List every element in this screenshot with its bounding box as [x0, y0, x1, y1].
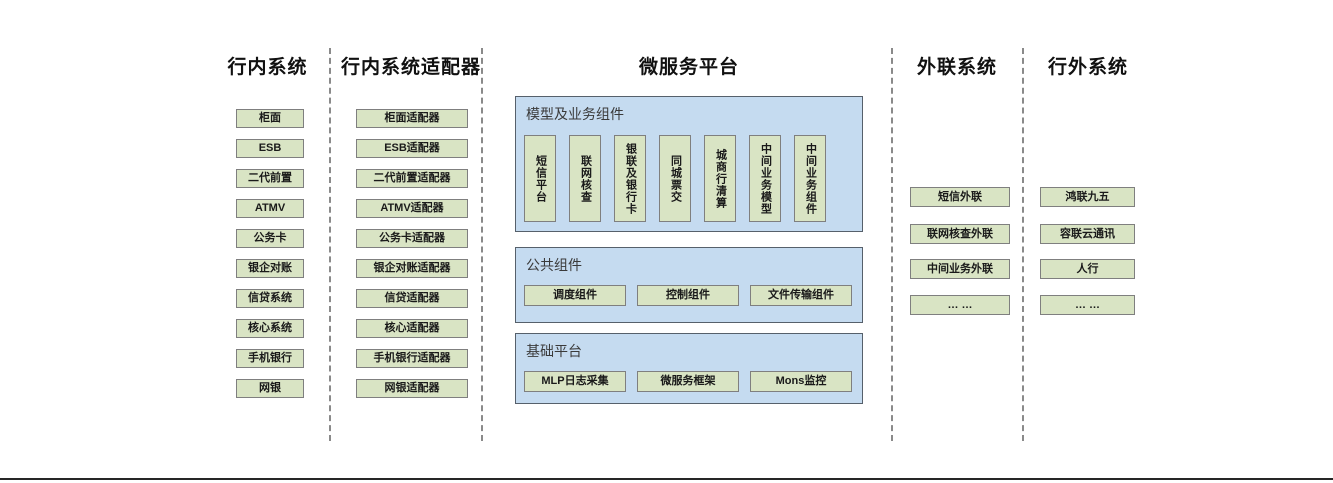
- node-adapter-gongwuka[interactable]: 公务卡适配器: [356, 229, 468, 248]
- node-internal-gongwuka[interactable]: 公务卡: [236, 229, 304, 248]
- node-intermediary-model[interactable]: 中间业务模型: [749, 135, 781, 222]
- column-title-internal-systems: 行内系统: [227, 57, 308, 78]
- node-network-verification[interactable]: 联网核查: [569, 135, 601, 222]
- node-city-bank-clearing[interactable]: 城商行清算: [704, 135, 736, 222]
- node-sms-platform[interactable]: 短信平台: [524, 135, 556, 222]
- column-divider-1: [329, 48, 331, 441]
- node-mons-monitoring[interactable]: Mons监控: [750, 371, 852, 392]
- node-internal-hexin[interactable]: 核心系统: [236, 319, 304, 338]
- node-internal-yinqiduizhang[interactable]: 银企对账: [236, 259, 304, 278]
- node-adapter-wangyin[interactable]: 网银适配器: [356, 379, 468, 398]
- node-internal-shoujiyinhang[interactable]: 手机银行: [236, 349, 304, 368]
- node-internal-atmv[interactable]: ATMV: [236, 199, 304, 218]
- column-title-microservice-platform: 微服务平台: [638, 57, 739, 78]
- node-unionpay-bankcard[interactable]: 银联及银行卡: [614, 135, 646, 222]
- node-control-component[interactable]: 控制组件: [637, 285, 739, 306]
- node-adapter-hexin[interactable]: 核心适配器: [356, 319, 468, 338]
- column-divider-4: [1022, 48, 1024, 441]
- node-internal-guimian[interactable]: 柜面: [236, 109, 304, 128]
- node-mlp-log-collection[interactable]: MLP日志采集: [524, 371, 626, 392]
- panel-base-platform: 基础平台: [515, 333, 863, 404]
- node-adapter-guimian[interactable]: 柜面适配器: [356, 109, 468, 128]
- node-internal-wangyin[interactable]: 网银: [236, 379, 304, 398]
- node-adapter-atmv[interactable]: ATMV适配器: [356, 199, 468, 218]
- node-intermediary-component[interactable]: 中间业务组件: [794, 135, 826, 222]
- column-title-outside-bank-systems: 行外系统: [1047, 57, 1128, 78]
- node-adapter-shoujiyinhang[interactable]: 手机银行适配器: [356, 349, 468, 368]
- node-internal-esb[interactable]: ESB: [236, 139, 304, 158]
- node-adapter-yinqiduizhang[interactable]: 银企对账适配器: [356, 259, 468, 278]
- node-adapter-erdaiqianzhi[interactable]: 二代前置适配器: [356, 169, 468, 188]
- node-adapter-esb[interactable]: ESB适配器: [356, 139, 468, 158]
- column-divider-3: [891, 48, 893, 441]
- node-scheduling-component[interactable]: 调度组件: [524, 285, 626, 306]
- node-outside-pboc[interactable]: 人行: [1040, 259, 1135, 279]
- node-external-sms[interactable]: 短信外联: [910, 187, 1010, 207]
- node-external-network-verify[interactable]: 联网核查外联: [910, 224, 1010, 244]
- node-microservice-framework[interactable]: 微服务框架: [637, 371, 739, 392]
- node-local-bill-exchange[interactable]: 同城票交: [659, 135, 691, 222]
- node-adapter-xindai[interactable]: 信贷适配器: [356, 289, 468, 308]
- node-outside-ronglian[interactable]: 容联云通讯: [1040, 224, 1135, 244]
- node-outside-honglian95[interactable]: 鸿联九五: [1040, 187, 1135, 207]
- column-title-internal-system-adapters: 行内系统适配器: [340, 57, 481, 78]
- node-internal-xindai[interactable]: 信贷系统: [236, 289, 304, 308]
- node-external-more[interactable]: … …: [910, 295, 1010, 315]
- node-file-transfer-component[interactable]: 文件传输组件: [750, 285, 852, 306]
- panel-title-model-business-components: 模型及业务组件: [526, 106, 624, 122]
- panel-title-public-components: 公共组件: [526, 257, 582, 273]
- panel-title-base-platform: 基础平台: [526, 343, 582, 359]
- bottom-rule: [0, 478, 1333, 480]
- node-internal-erdaiqianzhi[interactable]: 二代前置: [236, 169, 304, 188]
- node-external-intermediary[interactable]: 中间业务外联: [910, 259, 1010, 279]
- column-divider-2: [481, 48, 483, 441]
- node-outside-more[interactable]: … …: [1040, 295, 1135, 315]
- column-title-external-link-systems: 外联系统: [916, 57, 997, 78]
